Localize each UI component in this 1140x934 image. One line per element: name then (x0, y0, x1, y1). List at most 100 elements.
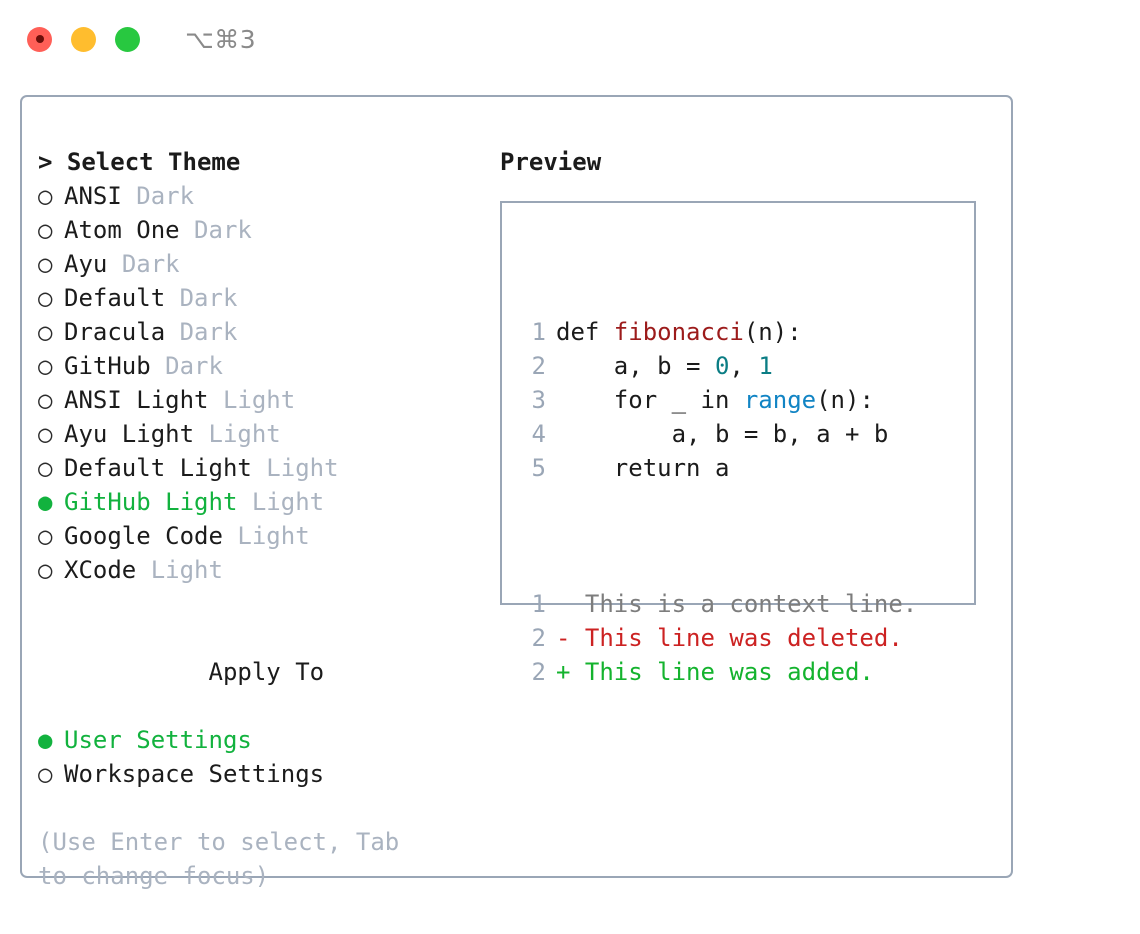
theme-list-item[interactable]: ○XCode Light (38, 553, 478, 587)
label-spacer (151, 352, 165, 380)
code-line: 3 for _ in range(n): (518, 383, 917, 417)
line-number: 1 (531, 318, 546, 346)
radio-unselected-icon[interactable]: ○ (38, 284, 53, 312)
theme-list-item[interactable]: ○ ANSI Dark (38, 179, 478, 213)
theme-name-label: Google Code (64, 522, 223, 550)
label-spacer (165, 284, 179, 312)
label-spacer (165, 318, 179, 346)
theme-variant-badge: Dark (179, 318, 238, 346)
label-spacer (107, 250, 121, 278)
diff-text: This line was deleted. (570, 624, 903, 652)
apply-to-title-label: Apply To (208, 658, 325, 686)
apply-to-item[interactable]: ●User Settings (38, 723, 478, 757)
diff-marker: - (556, 624, 571, 652)
code-token: 1 (758, 352, 773, 380)
keyboard-hint-text: (Use Enter to select, Tab to change focu… (38, 828, 400, 890)
radio-unselected-icon[interactable]: ○ (38, 556, 53, 584)
apply-to-header: ○Apply To (38, 621, 478, 723)
code-token: a, b = b, a + b (556, 420, 889, 448)
code-token: 0 (714, 352, 730, 380)
code-line: 5 return a (518, 451, 917, 485)
code-token: for _ in (556, 386, 744, 414)
radio-unselected-icon[interactable]: ○ (38, 318, 53, 346)
radio-unselected-icon[interactable]: ○ (38, 216, 53, 244)
theme-list-item[interactable]: ○Ayu Light Light (38, 417, 478, 451)
theme-list-item[interactable]: ○Atom One Dark (38, 213, 478, 247)
line-number: 4 (531, 420, 546, 448)
apply-to-label: Workspace Settings (64, 760, 325, 788)
radio-unselected-icon[interactable]: ○ (38, 420, 53, 448)
theme-list-item[interactable]: ● GitHub Light Light (38, 485, 478, 519)
window-titlebar: ⌥⌘3 (0, 0, 1140, 78)
line-number: 5 (531, 454, 546, 482)
code-token: return a (556, 454, 730, 482)
radio-unselected-icon[interactable]: ○ (38, 250, 53, 278)
spacer (38, 587, 478, 621)
diff-line-number: 1 (531, 590, 546, 618)
theme-variant-badge: Dark (136, 182, 195, 210)
apply-to-item[interactable]: ○ Workspace Settings (38, 757, 478, 791)
code-token: (n): (743, 318, 802, 346)
label-spacer (180, 216, 194, 244)
minimize-button[interactable] (71, 26, 96, 52)
code-token: (n): (816, 386, 874, 414)
theme-name-label: ANSI (64, 182, 122, 210)
theme-name-label: Default Light (64, 454, 252, 482)
diff-text: This line was added. (570, 658, 874, 686)
theme-variant-badge: Dark (194, 216, 252, 244)
theme-list[interactable]: ○ANSI Dark○Atom One Dark○Ayu Dark○Defaul… (38, 179, 478, 587)
diff-line-number: 2 (531, 658, 546, 686)
theme-name-label: ANSI Light (64, 386, 209, 414)
line-number: 2 (531, 352, 546, 380)
maximize-button[interactable] (115, 26, 140, 52)
radio-unselected-icon[interactable]: ○ (38, 352, 53, 380)
theme-variant-badge: Dark (179, 284, 238, 312)
theme-selection-column: > Select Theme ○ANSI Dark○Atom One Dark○… (38, 145, 478, 893)
radio-unselected-icon[interactable]: ○ (38, 760, 53, 788)
code-token: a, b = (556, 352, 715, 380)
line-number: 3 (531, 386, 546, 414)
theme-name-label: XCode (64, 556, 137, 584)
preview-title: Preview (500, 148, 602, 176)
label-spacer (252, 454, 266, 482)
theme-variant-badge: Light (222, 386, 296, 414)
label-spacer (122, 182, 136, 210)
theme-variant-badge: Light (251, 488, 325, 516)
theme-name-label: GitHub Light (64, 488, 238, 516)
apply-to-bullet-placeholder: ○ (183, 655, 209, 689)
radio-selected-icon[interactable]: ● (38, 726, 53, 754)
theme-list-item[interactable]: ○ ANSI Light Light (38, 383, 478, 417)
theme-variant-badge: Light (266, 454, 339, 482)
theme-list-item[interactable]: ○ Default Light Light (38, 451, 478, 485)
code-token: def (556, 318, 614, 346)
radio-selected-icon[interactable]: ● (38, 488, 53, 516)
theme-name-label: Default (64, 284, 166, 312)
apply-to-list[interactable]: ●User Settings ○ Workspace Settings (38, 723, 478, 791)
theme-name-label: Ayu Light (64, 420, 195, 448)
radio-unselected-icon[interactable]: ○ (38, 182, 53, 210)
label-spacer (223, 522, 237, 550)
diff-marker (556, 587, 570, 621)
main-panel: > Select Theme ○ANSI Dark○Atom One Dark○… (20, 95, 1013, 890)
radio-unselected-icon[interactable]: ○ (38, 522, 53, 550)
label-spacer (237, 488, 251, 516)
radio-unselected-icon[interactable]: ○ (38, 454, 53, 482)
code-line: 2 a, b = 0, 1 (518, 349, 917, 383)
close-button[interactable] (27, 26, 52, 52)
theme-list-item[interactable]: ○ Default Dark (38, 281, 478, 315)
theme-list-item[interactable]: ○GitHub Dark (38, 349, 478, 383)
select-theme-header: > Select Theme (38, 148, 241, 176)
theme-list-item[interactable]: ○Google Code Light (38, 519, 478, 553)
theme-list-item[interactable]: ○Dracula Dark (38, 315, 478, 349)
radio-unselected-icon[interactable]: ○ (38, 386, 53, 414)
theme-variant-badge: Dark (121, 250, 180, 278)
label-spacer (209, 386, 223, 414)
diff-line: 1 This is a context line. (518, 587, 918, 621)
theme-list-item[interactable]: ○Ayu Dark (38, 247, 478, 281)
